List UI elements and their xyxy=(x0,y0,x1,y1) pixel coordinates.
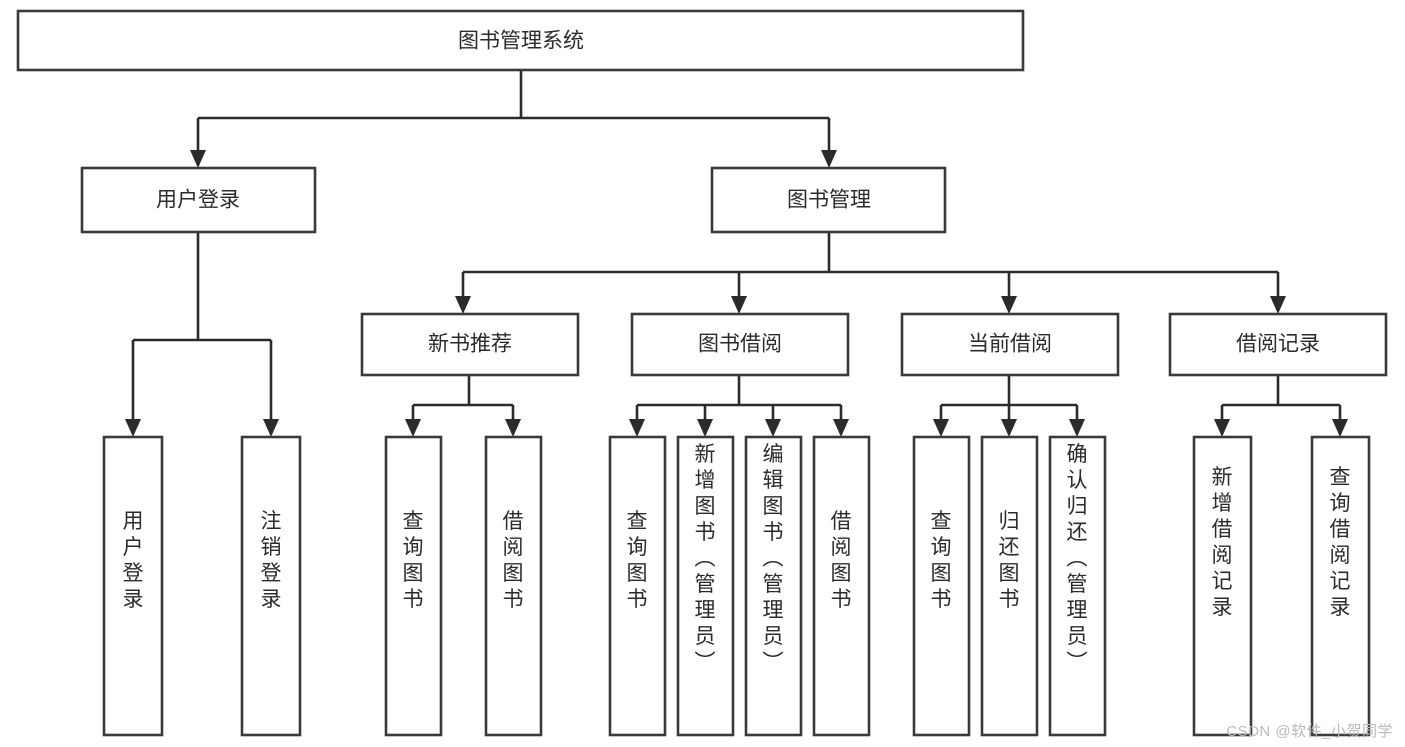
arrow-to-record xyxy=(1270,296,1286,314)
leaf-borrow-book-2-label: 借阅图书 xyxy=(831,510,852,611)
node-current-borrow-label: 当前借阅 xyxy=(968,333,1052,356)
leaf-borrow-book-2-box[interactable] xyxy=(812,435,871,737)
node-user-login-label: 用户登录 xyxy=(156,189,240,212)
leaf-logout[interactable]: 注销登录 xyxy=(240,435,302,737)
leaf-borrow-book-1-box[interactable] xyxy=(484,435,543,737)
connector-layer xyxy=(125,70,1348,437)
node-current-borrow[interactable]: 当前借阅 xyxy=(900,312,1120,377)
leaf-add-borrow-record-label: 新增借阅记录 xyxy=(1212,466,1233,619)
arrow-to-leaf-borrow2 xyxy=(833,419,849,437)
leaf-query-book-2-box[interactable] xyxy=(608,435,667,737)
arrow-to-leaf-logout xyxy=(263,419,279,437)
arrow-to-leaf-queryrecord xyxy=(1332,419,1348,437)
arrow-to-newbook xyxy=(455,296,471,314)
arrow-to-user-login xyxy=(190,150,206,168)
arrow-to-leaf-return xyxy=(1001,419,1017,437)
leaf-borrow-book-2[interactable]: 借阅图书 xyxy=(812,435,871,737)
node-new-book-recommend[interactable]: 新书推荐 xyxy=(360,312,580,377)
arrow-to-leaf-userlogin xyxy=(125,419,141,437)
node-book-management[interactable]: 图书管理 xyxy=(710,166,947,234)
arrow-to-leaf-editbook xyxy=(765,419,781,437)
node-user-login[interactable]: 用户登录 xyxy=(80,166,317,234)
node-user-login-box[interactable] xyxy=(80,166,317,234)
leaf-add-borrow-record[interactable]: 新增借阅记录 xyxy=(1192,435,1253,737)
leaf-borrow-book-1[interactable]: 借阅图书 xyxy=(484,435,543,737)
leaf-add-book[interactable]: 新增图书︵管理员︶ xyxy=(676,435,735,737)
arrow-to-leaf-query1 xyxy=(405,419,421,437)
node-book-management-label: 图书管理 xyxy=(787,189,871,212)
leaf-query-book-3-label: 查询图书 xyxy=(931,510,952,611)
leaf-query-borrow-record[interactable]: 查询借阅记录 xyxy=(1310,435,1371,737)
leaf-query-book-3[interactable]: 查询图书 xyxy=(912,435,971,737)
leaf-logout-box[interactable] xyxy=(240,435,302,737)
leaf-edit-book[interactable]: 编辑图书︵管理员︶ xyxy=(744,435,803,737)
leaf-add-book-label: 新增图书︵管理员︶ xyxy=(695,443,716,674)
leaf-query-book-2-label: 查询图书 xyxy=(627,510,648,611)
arrow-to-book-mgmt xyxy=(821,150,837,168)
arrow-to-leaf-query2 xyxy=(629,419,645,437)
node-book-borrow-box[interactable] xyxy=(630,312,850,377)
leaf-query-book-1[interactable]: 查询图书 xyxy=(384,435,443,737)
leaf-return-book[interactable]: 归还图书 xyxy=(980,435,1039,737)
node-new-book-recommend-label: 新书推荐 xyxy=(428,333,512,356)
leaf-return-book-box[interactable] xyxy=(980,435,1039,737)
leaf-borrow-book-1-label: 借阅图书 xyxy=(503,510,524,611)
leaf-confirm-return[interactable]: 确认归还︵管理员︶ xyxy=(1048,435,1107,737)
node-current-borrow-box[interactable] xyxy=(900,312,1120,377)
leaf-return-book-label: 归还图书 xyxy=(999,510,1020,611)
arrow-to-leaf-query3 xyxy=(933,419,949,437)
leaf-query-book-2[interactable]: 查询图书 xyxy=(608,435,667,737)
leaf-query-borrow-record-label: 查询借阅记录 xyxy=(1330,466,1351,619)
arrow-to-borrow xyxy=(731,296,747,314)
node-root-label: 图书管理系统 xyxy=(458,30,584,53)
leaf-query-book-3-box[interactable] xyxy=(912,435,971,737)
arrow-to-leaf-borrow1 xyxy=(505,419,521,437)
arrow-to-current xyxy=(1001,296,1017,314)
node-book-management-box[interactable] xyxy=(710,166,947,234)
arrow-to-leaf-confirm xyxy=(1069,419,1085,437)
leaf-add-book-box[interactable] xyxy=(676,435,735,737)
leaf-confirm-return-box[interactable] xyxy=(1048,435,1107,737)
leaf-query-book-1-box[interactable] xyxy=(384,435,443,737)
node-root-box[interactable] xyxy=(16,9,1025,72)
leaf-user-login[interactable]: 用户登录 xyxy=(102,435,164,737)
node-borrow-record[interactable]: 借阅记录 xyxy=(1168,312,1388,377)
node-book-borrow[interactable]: 图书借阅 xyxy=(630,312,850,377)
leaf-confirm-return-label: 确认归还︵管理员︶ xyxy=(1067,443,1088,674)
arrow-to-leaf-addrecord xyxy=(1214,419,1230,437)
leaf-user-login-label: 用户登录 xyxy=(123,510,144,611)
node-new-book-recommend-box[interactable] xyxy=(360,312,580,377)
node-borrow-record-label: 借阅记录 xyxy=(1236,333,1320,356)
leaf-edit-book-box[interactable] xyxy=(744,435,803,737)
leaf-user-login-box[interactable] xyxy=(102,435,164,737)
leaf-query-borrow-record-box[interactable] xyxy=(1310,435,1371,737)
leaf-query-book-1-label: 查询图书 xyxy=(403,510,424,611)
node-root[interactable]: 图书管理系统 xyxy=(16,9,1025,72)
arrow-to-leaf-addbook xyxy=(697,419,713,437)
leaf-add-borrow-record-box[interactable] xyxy=(1192,435,1253,737)
node-layer: 图书管理系统 用户登录 图书管理 新书推荐 图书借阅 当前 xyxy=(16,9,1388,737)
node-book-borrow-label: 图书借阅 xyxy=(698,333,782,356)
leaf-logout-label: 注销登录 xyxy=(261,510,282,611)
leaf-edit-book-label: 编辑图书︵管理员︶ xyxy=(763,443,784,674)
node-borrow-record-box[interactable] xyxy=(1168,312,1388,377)
